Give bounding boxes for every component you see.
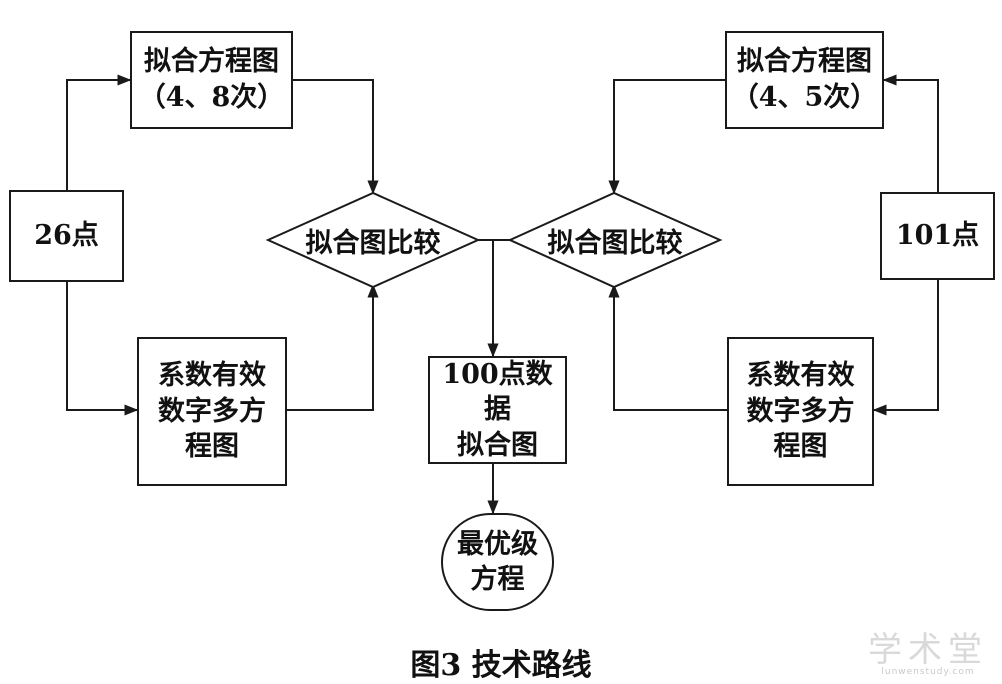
left-fit-line1: 拟合方程图 <box>144 46 279 78</box>
left-fit-box: 拟合方程图 （4、8次） <box>130 31 293 129</box>
center-data-box: 100点数据 拟合图 <box>428 356 567 464</box>
right-compare-label: 拟合图比较 <box>547 227 683 259</box>
left-coef-line1: 系数有效 <box>158 360 266 392</box>
watermark-main: 学术堂 <box>868 630 988 670</box>
center-data-line1: 100点数据 <box>442 358 553 426</box>
left-coef-line3: 程图 <box>185 431 239 463</box>
right-fit-box: 拟合方程图 （4、5次） <box>725 31 884 129</box>
left-compare-label: 拟合图比较 <box>305 227 441 259</box>
figure-caption: 图3 技术路线 <box>410 648 592 683</box>
arrow-101-to-coef <box>872 280 939 416</box>
right-fit-line1: 拟合方程图 <box>737 46 872 78</box>
arrow-26-to-coef <box>66 282 139 416</box>
right-points-box: 101点 <box>880 192 995 280</box>
center-data-line2: 拟合图 <box>457 429 538 461</box>
watermark-url: lunwenstudy.com <box>881 667 975 677</box>
left-points-label: 26点 <box>34 220 99 252</box>
left-coef-line2: 数字多方 <box>158 395 266 427</box>
left-coef-box: 系数有效 数字多方 程图 <box>137 337 287 486</box>
arrow-leftfit-to-compare <box>293 79 379 195</box>
right-fit-line2: （4、5次） <box>731 82 878 113</box>
right-coef-line3: 程图 <box>773 431 828 463</box>
result-line1: 最优级 <box>457 528 538 560</box>
right-coef-box: 系数有效 数字多方 程图 <box>727 337 874 486</box>
right-compare-diamond <box>507 191 723 289</box>
arrow-101-to-fit <box>882 74 939 192</box>
left-fit-line2: （4、8次） <box>138 82 285 113</box>
right-points-label: 101点 <box>895 220 980 252</box>
left-compare-diamond <box>265 191 481 289</box>
arrow-rightfit-to-compare <box>608 79 725 195</box>
arrow-leftcoef-to-compare <box>287 283 379 411</box>
watermark-logo: 学术堂 lunwenstudy.com <box>868 633 988 677</box>
right-coef-line1: 系数有效 <box>746 360 855 392</box>
right-coef-line2: 数字多方 <box>746 395 855 427</box>
arrow-rightcoef-to-compare <box>608 283 727 411</box>
result-line2: 方程 <box>470 564 525 595</box>
result-terminal: 最优级 方程 <box>441 513 554 611</box>
arrow-26-to-fit <box>66 74 132 190</box>
left-points-box: 26点 <box>9 190 124 282</box>
